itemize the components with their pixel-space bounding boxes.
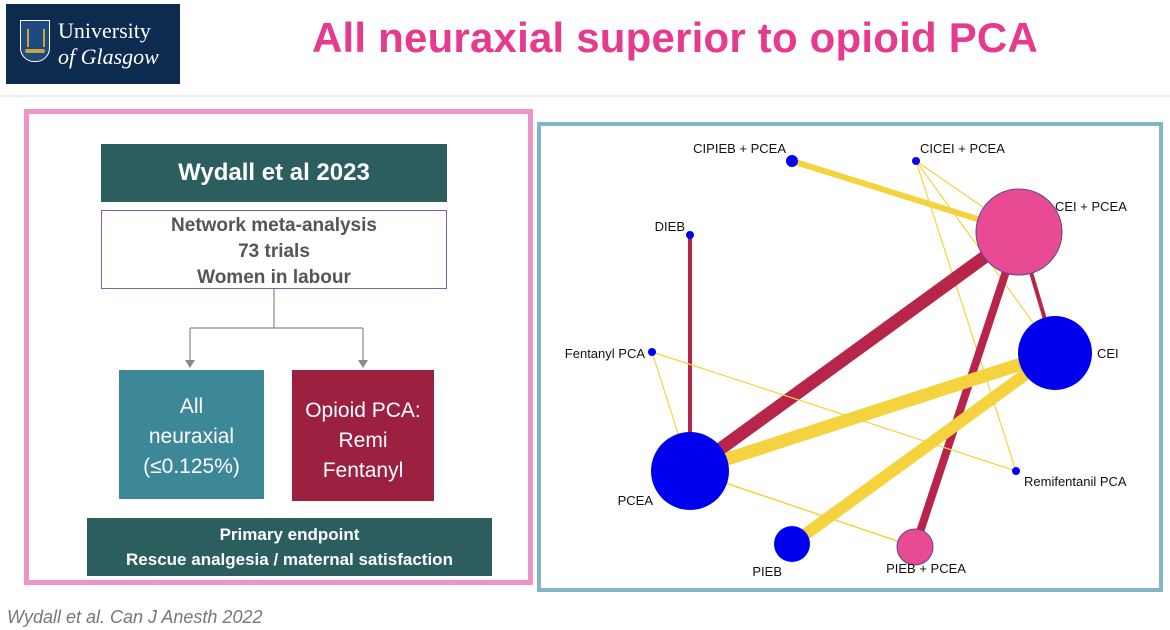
neuraxial-line-1: All bbox=[179, 395, 204, 418]
node-cei_pcea bbox=[975, 188, 1063, 276]
endpoint-line-1: Primary endpoint bbox=[219, 525, 360, 544]
header-divider bbox=[0, 95, 1170, 97]
edge-pcea-to-pieb_pcea bbox=[689, 470, 916, 548]
edge-cicei_pcea-to-remifentanil_pca bbox=[915, 160, 1017, 472]
opioid-line-2: Remi bbox=[338, 429, 388, 452]
logo-text-of-glasgow: of Glasgow bbox=[58, 44, 159, 69]
network-panel bbox=[537, 122, 1163, 592]
node-label-remifentanil_pca: Remifentanil PCA bbox=[1024, 474, 1127, 489]
node-dieb bbox=[686, 231, 694, 239]
node-label-cei: CEI bbox=[1097, 346, 1119, 361]
edge-cei_pcea-to-pieb_pcea bbox=[911, 230, 1023, 549]
node-pcea bbox=[651, 432, 729, 510]
edge-cei-to-pcea bbox=[688, 346, 1057, 478]
node-label-dieb: DIEB bbox=[655, 219, 685, 234]
citation-footnote: Wydall et al. Can J Anesth 2022 bbox=[7, 607, 263, 627]
neuraxial-line-2: neuraxial bbox=[148, 425, 235, 448]
arrow-down-icon bbox=[185, 360, 195, 368]
node-label-cei_pcea: CEI + PCEA bbox=[1055, 199, 1127, 214]
node-cicei_pcea bbox=[912, 157, 920, 165]
node-label-fentanyl_pca: Fentanyl PCA bbox=[565, 346, 646, 361]
node-cei bbox=[1018, 316, 1092, 390]
node-remifentanil_pca bbox=[1012, 467, 1020, 475]
edge-fentanyl_pca-to-remifentanil_pca bbox=[651, 351, 1017, 472]
study-design-box: Network meta-analysis 73 trials Women in… bbox=[101, 210, 447, 289]
arrow-down-icon bbox=[358, 360, 368, 368]
node-label-cipieb_pcea: CIPIEB + PCEA bbox=[693, 141, 786, 156]
design-line-1: Network meta-analysis bbox=[171, 215, 377, 236]
opioid-arm-box: Opioid PCA: Remi Fentanyl bbox=[292, 370, 434, 501]
node-fentanyl_pca bbox=[648, 348, 656, 356]
primary-endpoint-box: Primary endpoint Rescue analgesia / mate… bbox=[87, 518, 492, 576]
neuraxial-line-3: (≤0.125%) bbox=[143, 455, 240, 478]
node-label-pieb: PIEB bbox=[752, 564, 782, 579]
opioid-line-3: Fentanyl bbox=[322, 459, 404, 482]
crest-icon bbox=[20, 20, 50, 62]
node-label-pcea: PCEA bbox=[618, 493, 654, 508]
design-line-3: Women in labour bbox=[197, 267, 351, 288]
study-summary-panel bbox=[24, 109, 533, 585]
node-label-cicei_pcea: CICEI + PCEA bbox=[920, 141, 1005, 156]
node-label-pieb_pcea: PIEB + PCEA bbox=[886, 561, 966, 576]
design-line-2: 73 trials bbox=[238, 241, 310, 262]
study-title-box: Wydall et al 2023 bbox=[101, 144, 447, 202]
edge-cei_pcea-to-pcea bbox=[686, 226, 1023, 477]
endpoint-line-2: Rescue analgesia / maternal satisfaction bbox=[126, 550, 453, 569]
university-logo: University of Glasgow bbox=[6, 4, 180, 84]
opioid-line-1: Opioid PCA: bbox=[305, 399, 421, 422]
node-cipieb_pcea bbox=[786, 155, 798, 167]
neuraxial-arm-box: All neuraxial (≤0.125%) bbox=[119, 370, 264, 499]
node-pieb bbox=[774, 526, 810, 562]
slide-title: All neuraxial superior to opioid PCA bbox=[312, 14, 1038, 61]
edge-cei-to-pieb bbox=[788, 348, 1059, 549]
logo-text-university: University bbox=[58, 18, 151, 43]
node-pieb_pcea bbox=[896, 528, 934, 566]
